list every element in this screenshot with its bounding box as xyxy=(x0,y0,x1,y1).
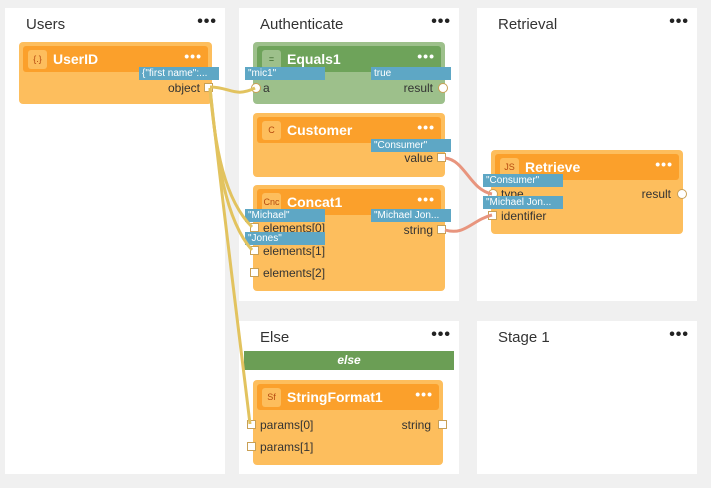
value-tooltip: "Jones" xyxy=(245,232,325,245)
panel-title: Authenticate xyxy=(260,16,344,33)
output-label: result xyxy=(403,81,433,95)
more-menu-icon[interactable]: ••• xyxy=(197,13,217,30)
output-label: result xyxy=(641,187,671,201)
more-menu-icon[interactable]: ••• xyxy=(431,13,451,30)
panel-title: Retrieval xyxy=(498,16,558,33)
panel-title: Else xyxy=(260,329,290,346)
input-label: a xyxy=(263,81,270,95)
value-tooltip: "Michael Jon... xyxy=(371,209,451,222)
output-label: string xyxy=(401,418,431,432)
output-port[interactable] xyxy=(438,83,448,93)
string-format-icon: Sf xyxy=(262,388,281,407)
input-port[interactable] xyxy=(247,420,256,429)
output-port[interactable] xyxy=(437,225,446,234)
node-title: Customer xyxy=(287,122,353,138)
output-port[interactable] xyxy=(677,189,687,199)
input-label: identifier xyxy=(501,209,547,223)
output-label: string xyxy=(403,223,433,237)
node-title: UserID xyxy=(53,51,99,67)
node-title: Equals1 xyxy=(287,51,341,67)
node-title: Retrieve xyxy=(525,159,581,175)
input-port[interactable] xyxy=(250,268,259,277)
node-userid[interactable]: {.} UserID ••• object xyxy=(19,42,213,104)
more-menu-icon[interactable]: ••• xyxy=(417,191,435,207)
more-menu-icon[interactable]: ••• xyxy=(669,13,689,30)
panel-title: Users xyxy=(26,16,66,33)
value-tooltip: "Consumer" xyxy=(483,174,563,187)
input-label: elements[0] xyxy=(263,221,326,235)
input-label: elements[2] xyxy=(263,266,326,280)
output-port[interactable] xyxy=(437,153,446,162)
output-port[interactable] xyxy=(438,420,447,429)
more-menu-icon[interactable]: ••• xyxy=(415,386,433,402)
input-port[interactable] xyxy=(250,223,259,232)
node-header[interactable]: C Customer ••• xyxy=(257,117,441,143)
panel-stage-1: Stage 1 ••• xyxy=(477,321,697,474)
more-menu-icon[interactable]: ••• xyxy=(669,326,689,343)
javascript-icon: JS xyxy=(500,158,519,177)
value-tooltip: "Consumer" xyxy=(371,139,451,152)
value-tooltip: true xyxy=(371,67,451,80)
input-label: params[1] xyxy=(260,440,314,454)
input-label: elements[1] xyxy=(263,244,326,258)
input-port[interactable] xyxy=(251,83,261,93)
node-title: Concat1 xyxy=(287,194,343,210)
input-port[interactable] xyxy=(247,442,256,451)
else-banner: else xyxy=(244,351,454,370)
input-port[interactable] xyxy=(250,246,259,255)
more-menu-icon[interactable]: ••• xyxy=(184,48,202,64)
input-label: params[0] xyxy=(260,418,314,432)
value-tooltip: "Michael Jon... xyxy=(483,196,563,209)
node-retrieve[interactable]: JS Retrieve ••• type identifier result xyxy=(488,150,687,234)
value-tooltip: {"first name":... xyxy=(139,67,219,80)
panel-title: Stage 1 xyxy=(498,329,550,346)
node-title: StringFormat1 xyxy=(287,389,383,405)
output-label: object xyxy=(167,81,200,95)
object-icon: {.} xyxy=(28,50,47,69)
output-port[interactable] xyxy=(204,83,213,92)
more-menu-icon[interactable]: ••• xyxy=(431,326,451,343)
constant-icon: C xyxy=(262,121,281,140)
node-stringformat1[interactable]: Sf StringFormat1 ••• params[0] params[1]… xyxy=(247,380,447,465)
more-menu-icon[interactable]: ••• xyxy=(655,156,673,172)
node-header[interactable]: Sf StringFormat1 ••• xyxy=(257,384,439,410)
output-label: value xyxy=(404,151,433,165)
input-port[interactable] xyxy=(488,211,497,220)
more-menu-icon[interactable]: ••• xyxy=(417,119,435,135)
value-tooltip: "mic1" xyxy=(245,67,325,80)
equals-icon: = xyxy=(262,50,281,69)
value-tooltip: "Michael" xyxy=(245,209,325,222)
concat-icon: Cnc xyxy=(262,193,281,212)
more-menu-icon[interactable]: ••• xyxy=(417,48,435,64)
